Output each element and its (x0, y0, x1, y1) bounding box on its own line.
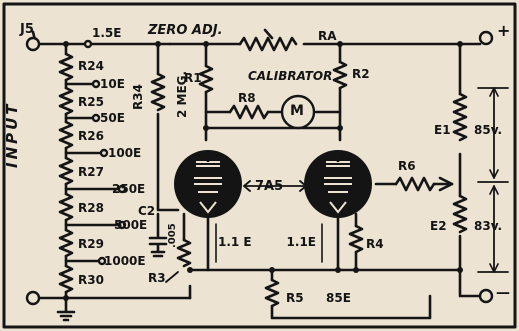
output-terminal-minus (478, 288, 494, 304)
resistor-r6 (394, 176, 436, 192)
range-label-10e: 10E (100, 77, 125, 91)
label-r25: R25 (78, 95, 104, 109)
label-r27: R27 (78, 165, 104, 179)
value-r5: 85E (326, 291, 351, 305)
label-r8: R8 (238, 91, 256, 105)
range-label-500e: 500E (114, 218, 148, 232)
label-r3: R3 (148, 271, 166, 285)
resistor-r5 (264, 278, 280, 308)
meter-label: M (290, 103, 304, 119)
resistor-r3 (176, 238, 192, 268)
label-r2: R2 (352, 67, 370, 81)
label-e1: E1 (434, 123, 451, 137)
resistor-r1 (198, 64, 214, 94)
resistor-r27 (58, 156, 74, 186)
label-r6: R6 (398, 159, 416, 173)
label-e2: E2 (430, 219, 447, 233)
resistor-r24 (58, 52, 74, 82)
terminal-label-j5: J5 (20, 22, 34, 37)
input-terminal-bottom (25, 290, 41, 306)
terminal-plus-label: + (497, 21, 511, 40)
label-r1: R1 (184, 71, 202, 85)
meter-circle (280, 94, 316, 130)
resistor-r30 (58, 264, 74, 294)
resistor-r29 (58, 228, 74, 258)
capacitor-c2 (148, 212, 168, 258)
label-r5: R5 (286, 291, 304, 305)
label-r29: R29 (78, 237, 104, 251)
resistor-r28 (58, 192, 74, 222)
resistor-ra (238, 36, 298, 52)
output-terminal-plus (478, 30, 494, 46)
resistor-r34 (150, 72, 166, 112)
resistor-r4 (348, 224, 364, 254)
label-r34: R34 (131, 84, 145, 110)
terminal-minus-label: — (496, 285, 510, 301)
zero-adj-label: ZERO ADJ. (148, 23, 223, 38)
label-r26: R26 (78, 129, 104, 143)
value-cathode-right: 1.1E (286, 235, 316, 249)
range-label-250e: 250E (112, 182, 146, 196)
label-ra: RA (318, 29, 337, 43)
tube-right (304, 150, 372, 218)
resistor-r8 (228, 104, 270, 120)
input-label: INPUT (3, 101, 21, 168)
value-e1: 85v. (474, 123, 503, 137)
resistor-r25 (58, 86, 74, 116)
label-r4: R4 (366, 237, 384, 251)
value-cathode-left: 1.1 E (218, 235, 252, 249)
resistor-e2 (452, 194, 468, 234)
input-terminal-top (25, 36, 41, 52)
resistor-e1 (452, 92, 468, 142)
calibrator-label: CALIBRATOR (248, 69, 333, 83)
range-label-100e: 100E (108, 146, 142, 160)
label-r24: R24 (78, 59, 104, 73)
value-c2: .005 (167, 223, 178, 248)
range-label-1000e: 1000E (104, 254, 146, 268)
resistor-r2 (332, 60, 348, 90)
tube-label: 7A5 (255, 179, 284, 194)
range-label-1-5e: 1.5E (92, 26, 122, 40)
value-e2: 83v. (474, 219, 503, 233)
resistor-r26 (58, 120, 74, 150)
range-label-50e: 50E (100, 111, 125, 125)
label-r28: R28 (78, 201, 104, 215)
label-r30: R30 (78, 273, 104, 287)
tube-left (174, 150, 242, 218)
label-c2: C2 (138, 204, 156, 218)
